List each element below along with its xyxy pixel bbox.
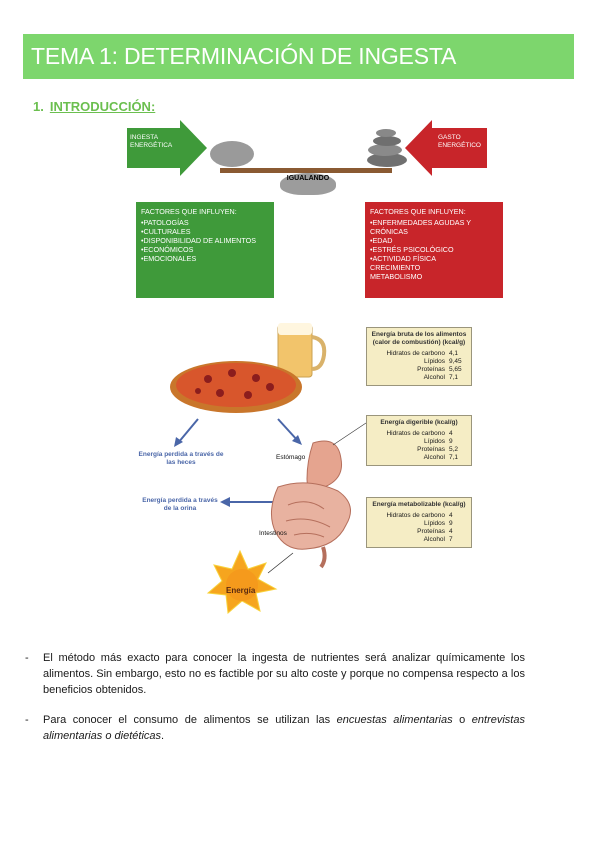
- gross-energy-table: Energía bruta de los alimentos (calor de…: [366, 327, 472, 386]
- list-item: - El método más exacto para conocer la i…: [25, 650, 525, 698]
- digestible-energy-title: Energía digerible (kcal/g): [380, 419, 458, 426]
- balance-fulcrum: IGUALANDO: [280, 173, 336, 195]
- lost-urine-label: Energía perdida a través de la orina: [142, 497, 218, 512]
- page-title: TEMA 1: DETERMINACIÓN DE INGESTA: [31, 43, 457, 69]
- intake-factor: •DISPONIBILIDAD DE ALIMENTOS: [141, 236, 257, 245]
- left-stone: [210, 141, 254, 167]
- intake-factor: •PATOLOGÍAS: [141, 218, 189, 227]
- section-number: 1.: [33, 99, 44, 114]
- gross-energy-title: Energía bruta de los alimentos (calor de…: [371, 331, 467, 346]
- stomach: [306, 440, 343, 491]
- stomach-label: Estómago: [276, 454, 306, 461]
- arrow-to-urine: [220, 497, 230, 507]
- intake-factor: •CULTURALES: [141, 227, 191, 236]
- intake-arrow: [127, 120, 207, 176]
- expenditure-factor: CRECIMIENTO: [370, 263, 421, 272]
- section-title: INTRODUCCIÓN:: [49, 99, 156, 114]
- expenditure-factors-box: FACTORES QUE INFLUYEN: •ENFERMEDADES AGU…: [365, 202, 503, 298]
- energy-balance-figure: INGESTA ENERGÉTICA GASTO ENERGÉTICO IGUA…: [92, 120, 512, 300]
- expenditure-factor: METABOLISMO: [370, 272, 423, 281]
- bullet-dash: -: [25, 714, 29, 726]
- expenditure-factor: •EDAD: [370, 236, 393, 245]
- expenditure-factor: •ESTRÉS PSICOLÓGICO: [370, 245, 454, 254]
- list-item: - Para conocer el consumo de alimentos s…: [25, 712, 525, 744]
- digestible-energy-table: Energía digerible (kcal/g) Hidratos de c…: [366, 415, 472, 466]
- arrow-to-stomach: [292, 435, 302, 445]
- energy-flow-illustration: [170, 323, 367, 614]
- bullet-text: Para conocer el consumo de alimentos se …: [43, 714, 525, 742]
- bullet-dash: -: [25, 652, 29, 664]
- intestines-label: Intestinos: [259, 530, 287, 537]
- energy-label: Energía: [226, 586, 256, 595]
- intake-factor: •ECONÓMICOS: [141, 245, 194, 254]
- bullet-list: - El método más exacto para conocer la i…: [25, 650, 525, 758]
- title-bar: TEMA 1: DETERMINACIÓN DE INGESTA: [23, 34, 574, 79]
- intake-factor: •EMOCIONALES: [141, 254, 197, 263]
- expenditure-factors-heading: FACTORES QUE INFLUYEN:: [370, 207, 466, 216]
- arrow-to-feces: [174, 437, 183, 447]
- section-heading: 1. INTRODUCCIÓN:: [33, 99, 155, 114]
- balance-illustration: [127, 120, 487, 176]
- intestines: [271, 482, 351, 550]
- expenditure-factor: •ACTIVIDAD FÍSICA: [370, 254, 437, 263]
- balance-beam: [220, 168, 392, 173]
- expenditure-arrow: [405, 120, 487, 176]
- lost-feces-label: Energía perdida a través de las heces: [138, 451, 224, 466]
- energy-flow-diagram: Energía perdida a través de las heces Es…: [128, 315, 478, 615]
- intake-factors-heading: FACTORES QUE INFLUYEN:: [141, 207, 237, 216]
- bullet-text: El método más exacto para conocer la ing…: [43, 652, 525, 696]
- metabolizable-energy-title: Energía metabolizable (kcal/g): [372, 501, 466, 508]
- expenditure-factor: •ENFERMEDADES AGUDAS Y CRÓNICAS: [370, 218, 471, 236]
- right-stones: [376, 129, 396, 137]
- intake-factors-box: FACTORES QUE INFLUYEN: •PATOLOGÍAS •CULT…: [136, 202, 274, 298]
- metabolizable-energy-table: Energía metabolizable (kcal/g) Hidratos …: [366, 497, 472, 548]
